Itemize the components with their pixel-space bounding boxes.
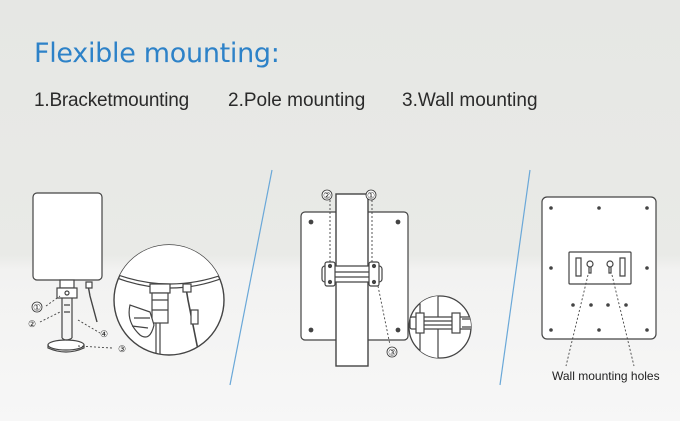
pole-callout-1-label: ① bbox=[367, 191, 375, 201]
screw-holes bbox=[549, 206, 649, 332]
pole-callout-3-label: ③ bbox=[388, 348, 396, 358]
keyhole-left bbox=[586, 260, 594, 268]
method-pole-mounting: 2.Pole mounting bbox=[228, 90, 366, 111]
method-wall-mounting: 3.Wall mounting bbox=[402, 90, 538, 111]
bracket-callout-1-label: ① bbox=[33, 303, 41, 313]
divider-2 bbox=[499, 169, 531, 386]
bracket-callout-3-label: ③ bbox=[118, 344, 126, 354]
antenna-panel bbox=[32, 192, 103, 281]
divider-1 bbox=[229, 169, 273, 386]
wall-mounting-holes-caption: Wall mounting holes bbox=[552, 369, 660, 383]
page-title: Flexible mounting: bbox=[34, 38, 280, 69]
wall-bracket bbox=[568, 251, 632, 285]
wall-mount-illustration bbox=[541, 196, 657, 367]
method-bracket-mounting: 1.Bracketmounting bbox=[34, 90, 190, 111]
keyhole-right bbox=[606, 260, 614, 268]
bracket-callout-2-label: ② bbox=[28, 319, 36, 329]
bracket-callout-1 bbox=[31, 301, 43, 313]
pole-mount-illustration bbox=[300, 193, 472, 367]
bracket-callout-4-label: ④ bbox=[100, 329, 108, 339]
pole-clamp bbox=[321, 265, 383, 283]
bracket-mount-illustration bbox=[32, 192, 225, 356]
pole-callout-2-label: ② bbox=[323, 191, 331, 201]
stand-base bbox=[47, 339, 85, 351]
